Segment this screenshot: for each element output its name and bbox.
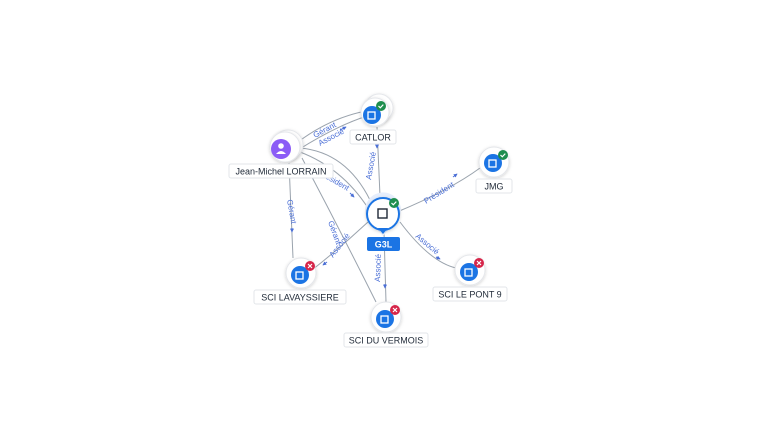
edge-arrows (290, 126, 458, 289)
edge-jm-lav (288, 162, 294, 259)
node-catlor[interactable]: CATLOR (349, 93, 397, 145)
status-ok-icon (498, 150, 508, 160)
status-ok-icon (376, 101, 386, 111)
edge-jm-catlor-gerant (297, 110, 367, 143)
edge-label: Associé (364, 151, 378, 181)
arrow-mark (322, 261, 328, 266)
node-sci-lavayssiere[interactable]: SCI LAVAYSSIERE (253, 257, 347, 305)
person-icon (271, 139, 291, 159)
node-sci-du-vermois[interactable]: SCI DU VERMOIS (343, 301, 429, 348)
node-label: Jean-Michel LORRAIN (235, 167, 326, 177)
arrow-mark (435, 255, 441, 260)
edge-label: Associé (373, 253, 383, 282)
edge-g3l-pont (399, 221, 457, 269)
building-icon (377, 208, 388, 219)
node-sci-le-pont-9[interactable]: SCI LE PONT 9 (432, 254, 508, 302)
edge-jm-g3l (299, 151, 369, 209)
edge-label: Président (422, 180, 456, 206)
node-label: G3L (375, 240, 393, 250)
node-label: CATLOR (355, 133, 391, 143)
edge-jm-g3l-2 (299, 147, 371, 201)
node-label: SCI LE PONT 9 (438, 290, 501, 300)
arrow-mark (452, 173, 458, 178)
node-label: JMG (485, 182, 504, 192)
node-jean-michel-lorrain[interactable]: Jean-Michel LORRAIN (228, 129, 334, 179)
status-ok-icon (389, 198, 399, 208)
edge-g3l-lav (311, 221, 369, 271)
edge-label: Associé (414, 232, 442, 257)
edge-g3l-jmg (396, 167, 481, 213)
node-jmg[interactable]: JMG (475, 146, 513, 194)
arrow-mark (349, 192, 355, 198)
arrow-mark (339, 126, 347, 131)
edge-label: Gérant (285, 199, 298, 225)
node-label: SCI DU VERMOIS (349, 336, 424, 346)
edge-jm-catlor-associe (297, 115, 368, 151)
node-label: SCI LAVAYSSIERE (261, 293, 339, 303)
node-g3l[interactable]: G3L (365, 192, 401, 251)
